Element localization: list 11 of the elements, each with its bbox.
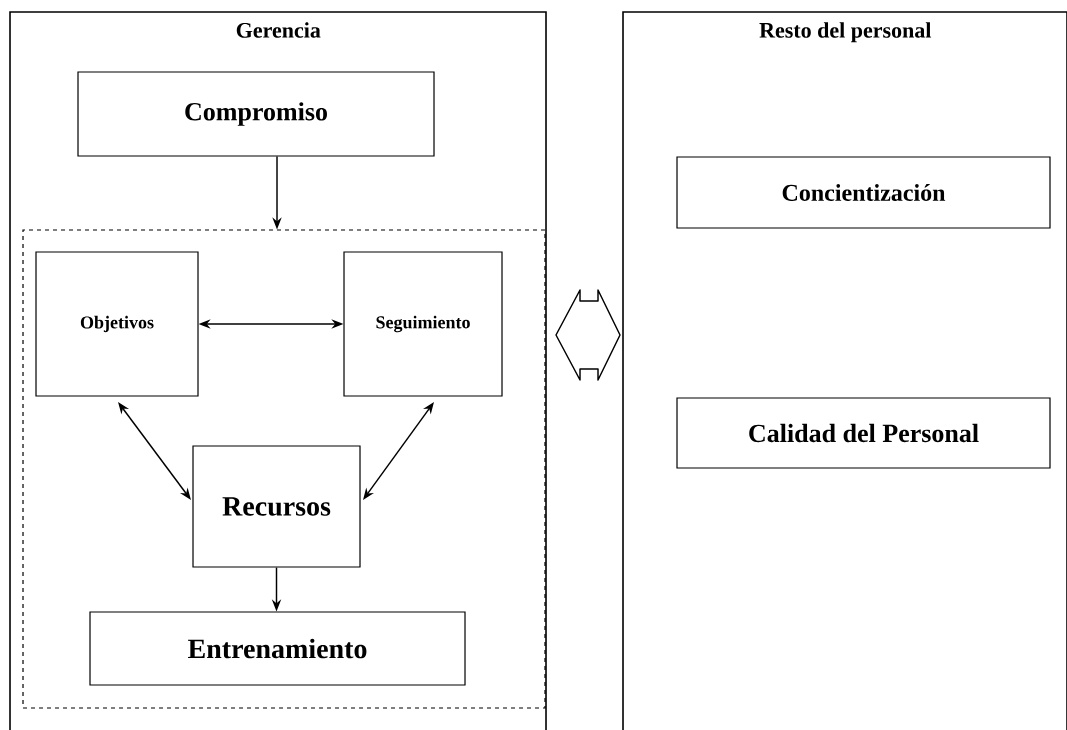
process-box: Concientización: [676, 156, 1051, 229]
arrow: [118, 402, 191, 500]
double-arrow: [555, 289, 621, 381]
process-box: Compromiso: [77, 71, 435, 157]
process-box: Recursos: [192, 445, 361, 568]
process-box: Entrenamiento: [89, 611, 466, 686]
dashed-frame: [22, 229, 546, 709]
process-box: Objetivos: [35, 251, 199, 397]
arrow: [363, 402, 434, 500]
process-box: Calidad del Personal: [676, 397, 1051, 469]
process-box: Seguimiento: [343, 251, 503, 397]
